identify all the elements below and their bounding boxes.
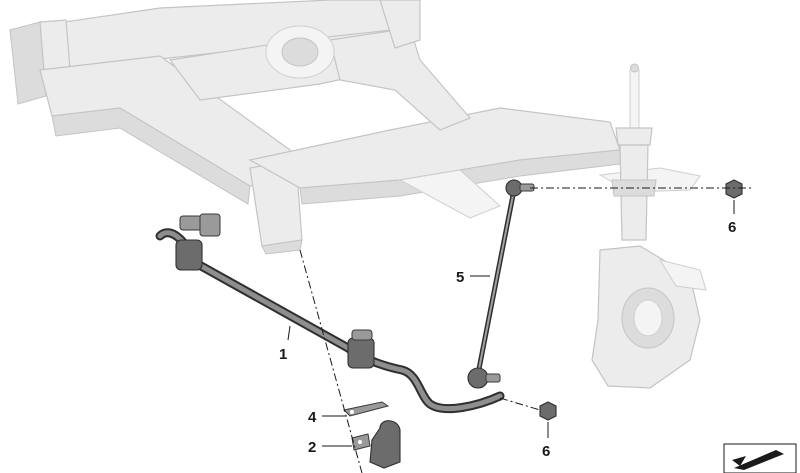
hex-nut-upper	[725, 179, 743, 199]
stabilizer-bar	[155, 213, 505, 414]
callout-leaders	[287, 200, 735, 447]
callout-labels: 1 2 4 5 6 6	[279, 219, 736, 460]
stabilizer-bushing-right	[347, 329, 375, 369]
rubber-bushing	[351, 420, 401, 469]
fold-arrow-icon	[723, 443, 797, 473]
front-subframe	[9, 0, 701, 255]
callout-6-upper: 6	[728, 219, 736, 236]
bracket-clip	[342, 401, 390, 417]
stabilizer-link-rod	[467, 179, 535, 389]
stabilizer-bushing-left	[175, 213, 221, 271]
callout-4: 4	[308, 409, 317, 426]
hex-nut-lower	[539, 401, 557, 421]
callout-1: 1	[279, 346, 287, 363]
strut-and-knuckle	[591, 63, 707, 389]
callout-2: 2	[308, 439, 316, 456]
callout-6-lower: 6	[542, 443, 550, 460]
callout-5: 5	[456, 269, 464, 286]
assembly-lines	[299, 187, 754, 473]
